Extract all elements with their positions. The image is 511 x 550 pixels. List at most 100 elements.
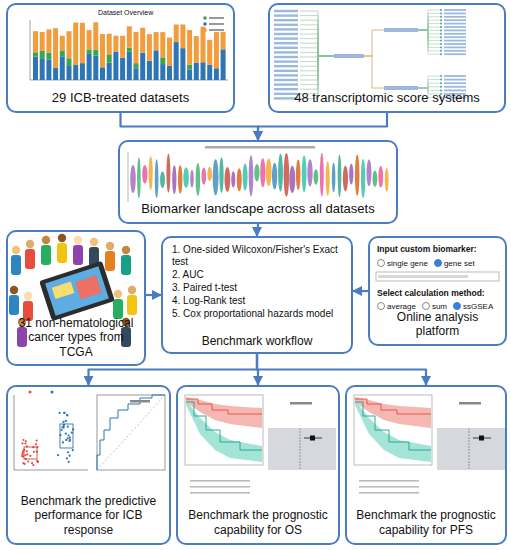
km-curve: [186, 399, 262, 414]
tree-branch: [300, 56, 334, 94]
node-text: Benchmark the prognostic capability for …: [356, 508, 495, 536]
node-text: 29 ICB-treated datasets: [52, 90, 189, 105]
km-frame: [354, 395, 432, 465]
connector-arrow: [257, 354, 426, 385]
tree-branch: [300, 29, 334, 56]
tree-branch: [418, 76, 440, 88]
risk-table-bar: [190, 486, 250, 488]
violin-shape: [237, 168, 242, 191]
violin-shape: [243, 163, 248, 190]
text-row: 3. Paired t-test: [172, 282, 346, 294]
tree-branch: [418, 13, 440, 30]
data-point: [71, 432, 73, 434]
tree-branch: [300, 56, 334, 80]
legend-text-bar: [209, 17, 224, 19]
bar-segment: [46, 59, 51, 80]
leaf-dot: [440, 79, 442, 81]
process-box: Benchmark the prognostic capability for …: [345, 385, 507, 545]
leaf-dot: [440, 40, 442, 42]
bar-segment: [140, 28, 145, 53]
bar-segment: [214, 32, 219, 68]
data-point: [27, 460, 29, 462]
bar-segment: [207, 65, 212, 80]
bar-segment: [160, 57, 165, 64]
leaf-label: [274, 37, 298, 39]
data-point: [37, 460, 39, 462]
leaf-label: [274, 83, 298, 85]
text-row: 4. Log-Rank test: [172, 295, 346, 307]
node-text: average: [387, 302, 416, 311]
km-curve: [355, 399, 431, 414]
data-point: [63, 426, 65, 428]
node-text: Online analysis platform: [397, 310, 478, 338]
bar-segment: [147, 34, 152, 61]
tree-branch: [300, 25, 334, 56]
data-point: [67, 451, 69, 453]
data-point: [67, 434, 69, 436]
tree-branch: [300, 56, 334, 62]
screen-content: [52, 281, 75, 299]
person-body: [9, 295, 19, 315]
bar-segment: [127, 52, 132, 80]
connector-arrow: [257, 354, 258, 385]
bar-segment: [40, 32, 45, 51]
violin-shape: [178, 165, 182, 194]
tree-branch: [418, 88, 440, 90]
leaf-label: [444, 82, 466, 84]
bar-segment: [60, 36, 65, 51]
violin-shape: [172, 165, 176, 194]
violin-shape: [385, 168, 389, 192]
forest-header-bar: [290, 402, 312, 405]
bar-segment: [73, 65, 78, 80]
text-row: Benchmark workflow: [167, 334, 347, 348]
person-body: [17, 327, 27, 347]
connector-arrow: [353, 290, 368, 292]
node-text: 5. Cox proportational hazards model: [172, 308, 333, 319]
data-point: [35, 443, 37, 445]
tree-branch: [418, 30, 440, 34]
leaf-dot: [440, 50, 442, 52]
text-row: ssGSEA: [453, 302, 493, 311]
bar-segment: [187, 30, 192, 65]
bar-segment: [93, 56, 98, 80]
person-head: [128, 286, 136, 294]
data-point: [22, 439, 24, 441]
data-point: [33, 451, 35, 453]
bar-segment: [147, 61, 152, 80]
legend-text-bar: [209, 23, 224, 25]
bar-segment: [180, 25, 185, 49]
text-group: Benchmark the predictive performance for…: [12, 494, 165, 537]
bar-segment: [174, 25, 179, 43]
bar-segment: [214, 68, 219, 80]
tree-branch: [300, 16, 334, 56]
legend-dot: [203, 16, 207, 20]
tree-branch: [364, 30, 384, 56]
connector-arrow: [121, 113, 259, 140]
data-point: [66, 414, 68, 416]
node-text: Biomarker landscape across all datasets: [141, 201, 374, 216]
text-row: Benchmark the predictive performance for…: [12, 494, 165, 537]
tree-branch: [300, 52, 334, 56]
leaf-label: [444, 19, 466, 21]
data-point: [21, 453, 23, 455]
forest-panel: [268, 428, 336, 470]
tree-branch: [418, 30, 440, 41]
bar-segment: [87, 30, 92, 49]
tablet-screen: [45, 266, 109, 316]
legend-dot: [203, 22, 207, 26]
bar-segment: [60, 50, 65, 56]
bar-segment: [67, 66, 72, 80]
leaf-label: [274, 19, 298, 21]
text-group: Biomarker landscape across all datasets: [124, 201, 392, 217]
person-head: [122, 246, 130, 254]
violin-shape: [338, 154, 342, 197]
bar-segment: [33, 57, 38, 80]
violin-shape: [142, 165, 147, 184]
radio-button: [434, 259, 442, 267]
bar-segment: [53, 28, 58, 67]
bar-segment: [221, 49, 226, 80]
process-box: Benchmark the predictive performance for…: [6, 385, 171, 545]
violin-shape: [155, 159, 159, 198]
person-body: [57, 243, 67, 263]
bar-segment: [127, 26, 132, 47]
